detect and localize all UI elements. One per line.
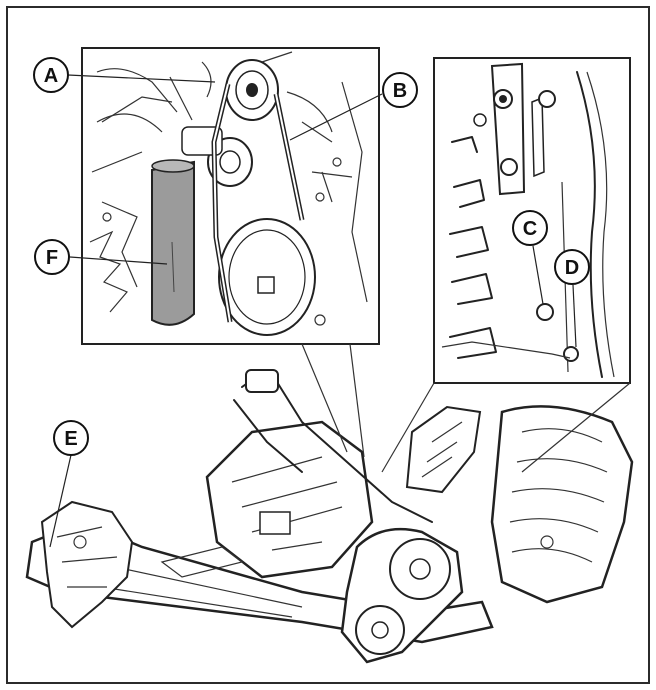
callout-a: A [33,57,69,93]
left-inset [81,47,380,345]
callout-e-circle [53,420,89,456]
callout-d-circle [554,249,590,285]
highlighted-part-f [151,159,195,326]
snow-blower-drawing [25,343,634,664]
callout-b: B [382,72,418,108]
track-wheels [340,527,464,664]
bolt-group [473,89,579,362]
callout-b-circle [382,72,418,108]
drive-belt [211,83,305,323]
callout-e: E [53,420,89,456]
callout-f: F [34,239,70,275]
figure-frame: A B C D E F [6,6,650,684]
callout-c: C [512,210,548,246]
callout-a-label: A [44,65,58,87]
callout-c-circle [512,210,548,246]
large-pulley [218,218,316,336]
callout-d-label: D [565,257,579,279]
callout-b-label: B [393,80,407,102]
callout-f-label: F [46,247,58,269]
callout-d: D [554,249,590,285]
callout-a-circle [33,57,69,93]
leader-lines [49,74,577,548]
callout-f-circle [34,239,70,275]
upper-pulley [225,59,279,121]
callout-c-label: C [523,218,537,240]
callout-e-label: E [64,428,77,450]
diagram-svg: A B C D E F [25,47,634,664]
